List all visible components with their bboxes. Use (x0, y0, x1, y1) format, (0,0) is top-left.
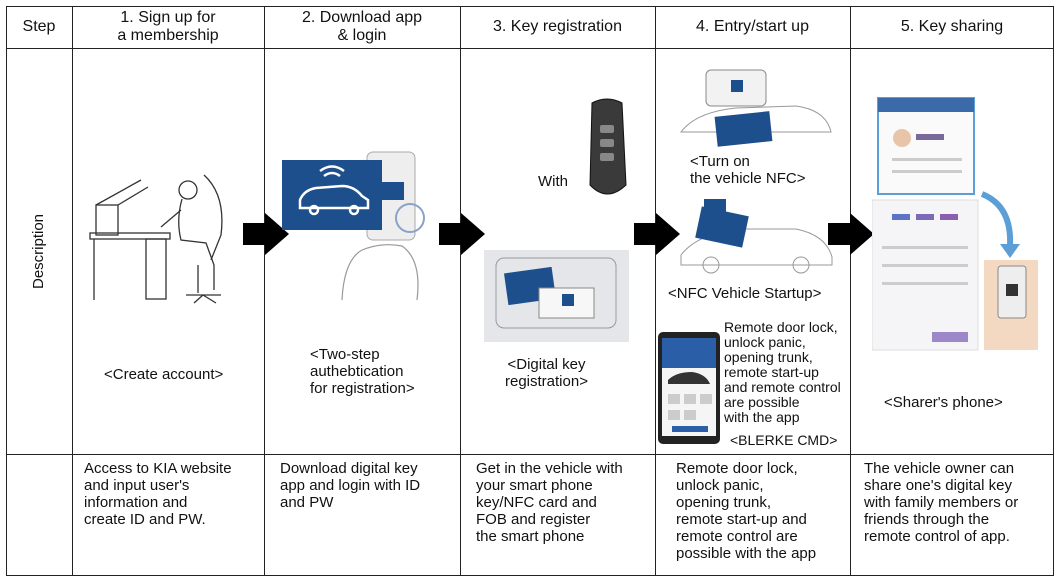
col-divider (72, 6, 73, 576)
nfc-card-registration-illustration (484, 250, 629, 342)
step-1-caption: <Create account> (104, 366, 224, 383)
step-4-startup-caption: <NFC Vehicle Startup> (668, 285, 822, 302)
app-login-illustration (282, 151, 425, 301)
step-2-title: 2. Download app & login (301, 9, 423, 44)
step-4-title: 4. Entry/start up (696, 18, 809, 35)
step-5-title: 5. Key sharing (900, 18, 1004, 35)
right-arrow-icon (634, 213, 680, 255)
description-row-label: Description (30, 213, 48, 289)
header-divider (6, 48, 1054, 49)
right-arrow-icon (828, 213, 874, 255)
step-4-description: Remote door lock, unlock panic, opening … (676, 460, 817, 562)
step-3-with-label: With (538, 173, 568, 190)
right-arrow-icon (439, 213, 485, 255)
process-table (6, 6, 1054, 576)
step-1-title: 1. Sign up for a membership (117, 9, 219, 44)
col-divider (850, 6, 851, 576)
step-4-nfc-caption: <Turn on the vehicle NFC> (690, 153, 806, 187)
step-3-title: 3. Key registration (493, 18, 622, 35)
step-4-cmd-caption: <BLERKE CMD> (730, 432, 838, 448)
step-1-description: Access to KIA website and input user's i… (84, 460, 232, 528)
nfc-startup-illustration (680, 199, 833, 274)
smartphone-app-illustration (658, 332, 720, 444)
step-5-caption: <Sharer's phone> (884, 394, 1003, 411)
col-divider (460, 6, 461, 576)
col-divider (264, 6, 265, 576)
computer-user-illustration (89, 174, 223, 304)
step-5-description: The vehicle owner can share one's digita… (864, 460, 1019, 545)
step-3-description: Get in the vehicle with your smart phone… (476, 460, 623, 545)
step-2-description: Download digital key app and login with … (280, 460, 421, 511)
key-sharing-app-illustration (872, 97, 1038, 351)
right-arrow-icon (243, 213, 289, 255)
vehicle-nfc-illustration (679, 69, 832, 147)
step-3-caption: <Digital key registration> (505, 356, 588, 390)
key-fob-icon (589, 98, 627, 195)
step-header: Step (22, 18, 56, 35)
step-2-caption: <Two-step authebtication for registratio… (310, 346, 415, 397)
col-divider (655, 6, 656, 576)
step-4-remote-caption: Remote door lock, unlock panic, opening … (724, 319, 841, 425)
row-divider (6, 454, 1054, 455)
